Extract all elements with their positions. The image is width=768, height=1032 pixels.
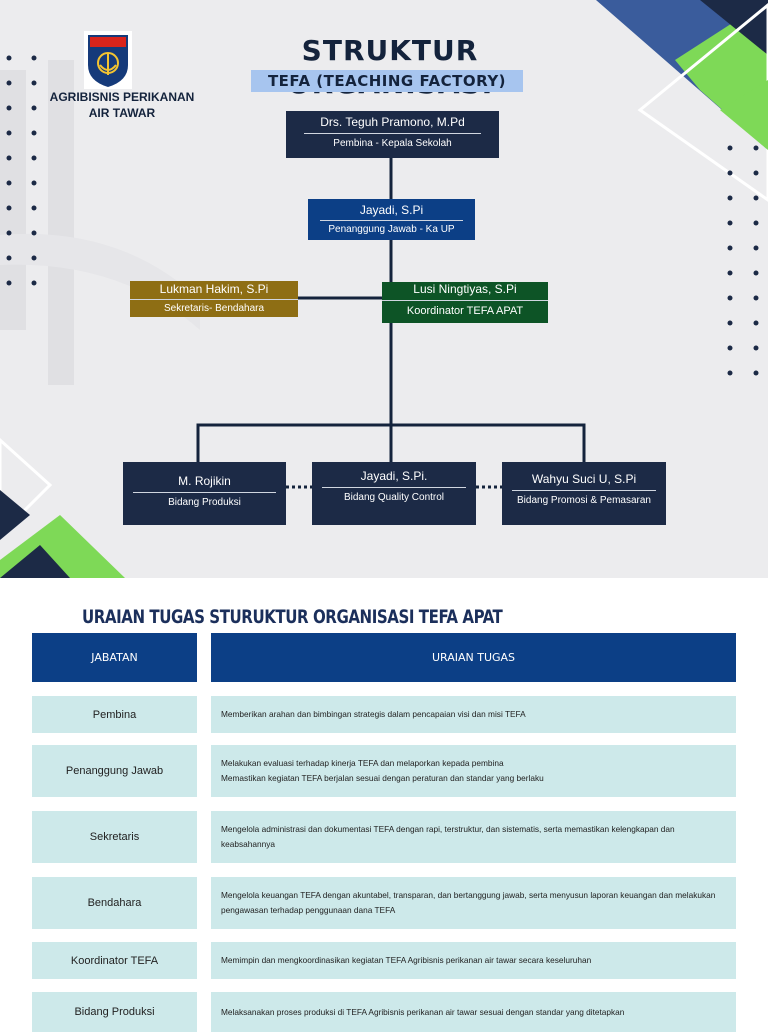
table-cell-jabatan: Bendahara <box>32 877 197 929</box>
table-cell-jabatan: Sekretaris <box>32 811 197 863</box>
quality-name: Jayadi, S.Pi. <box>360 469 428 483</box>
uraian-line: Melaksanakan proses produksi di TEFA Agr… <box>221 1006 625 1017</box>
penanggung-name: Jayadi, S.Pi <box>359 203 424 217</box>
produksi-role: Bidang Produksi <box>168 497 241 508</box>
uraian-line: keabsahannya <box>221 839 275 849</box>
uraian-line: Memastikan kegiatan TEFA berjalan sesuai… <box>221 773 544 783</box>
table-cell-jabatan: Bidang Produksi <box>32 992 197 1032</box>
table-cell-uraian: Memimpin dan mengkoordinasikan kegiatan … <box>211 942 736 979</box>
org-box-quality: Jayadi, S.Pi. Bidang Quality Control <box>312 462 476 525</box>
org-box-penanggung-jawab: Jayadi, S.Pi Penanggung Jawab - Ka UP <box>308 199 475 240</box>
pembina-name: Drs. Teguh Pramono, M.Pd <box>320 115 465 129</box>
school-name-line1: AGRIBISNIS PERIKANAN <box>49 90 195 104</box>
penanggung-role: Penanggung Jawab - Ka UP <box>328 224 455 235</box>
table-cell-uraian: Melakukan evaluasi terhadap kinerja TEFA… <box>211 745 736 797</box>
table-cell-jabatan: Pembina <box>32 696 197 733</box>
koordinator-name: Lusi Ningtiyas, S.Pi <box>413 282 517 296</box>
table-cell-uraian: Mengelola keuangan TEFA dengan akuntabel… <box>211 877 736 929</box>
pembina-role: Pembina - Kepala Sekolah <box>333 138 452 149</box>
uraian-line: Memberikan arahan dan bimbingan strategi… <box>221 709 526 719</box>
table-cell-uraian: Memberikan arahan dan bimbingan strategi… <box>211 696 736 733</box>
produksi-name: M. Rojikin <box>178 474 231 488</box>
table-header-uraian: URAIAN TUGAS <box>211 633 736 682</box>
uraian-line: Memimpin dan mengkoordinasikan kegiatan … <box>221 955 592 965</box>
promosi-role: Bidang Promosi & Pemasaran <box>517 495 651 506</box>
promosi-name: Wahyu Suci U, S.Pi <box>531 472 637 486</box>
org-box-promosi: Wahyu Suci U, S.Pi Bidang Promosi & Pema… <box>502 462 666 525</box>
table-heading: URAIAN TUGAS STURUKTUR ORGANISASI TEFA A… <box>82 606 503 628</box>
table-cell-uraian: Melaksanakan proses produksi di TEFA Agr… <box>211 992 736 1032</box>
org-box-koordinator: Lusi Ningtiyas, S.Pi Koordinator TEFA AP… <box>382 282 548 323</box>
table-header-jabatan: JABATAN <box>32 633 197 682</box>
org-box-produksi: M. Rojikin Bidang Produksi <box>123 462 286 525</box>
school-name: AGRIBISNIS PERIKANAN AIR TAWAR <box>40 89 204 121</box>
page-subtitle: TEFA (TEACHING FACTORY) <box>251 70 523 92</box>
uraian-line: pengawasan terhadap penggunaan dana TEFA <box>221 905 396 915</box>
school-name-line2: AIR TAWAR <box>88 106 156 120</box>
uraian-line: Mengelola keuangan TEFA dengan akuntabel… <box>221 890 716 900</box>
table-cell-uraian: Mengelola administrasi dan dokumentasi T… <box>211 811 736 863</box>
table-cell-jabatan: Penanggung Jawab <box>32 745 197 797</box>
org-chart-section: STRUKTUR ORGANISASI TEFA (TEACHING FACTO… <box>0 0 768 578</box>
background-decoration <box>0 0 768 578</box>
table-cell-jabatan: Koordinator TEFA <box>32 942 197 979</box>
uraian-line: Melakukan evaluasi terhadap kinerja TEFA… <box>221 758 504 768</box>
org-box-sekretaris: Lukman Hakim, S.Pi Sekretaris- Bendahara <box>130 281 298 317</box>
quality-role: Bidang Quality Control <box>343 492 445 503</box>
koordinator-role: Koordinator TEFA APAT <box>406 305 524 317</box>
school-logo-icon <box>84 31 132 89</box>
uraian-line: Mengelola administrasi dan dokumentasi T… <box>221 824 675 834</box>
org-box-pembina: Drs. Teguh Pramono, M.Pd Pembina - Kepal… <box>286 111 499 158</box>
sekretaris-role: Sekretaris- Bendahara <box>163 303 265 314</box>
sekretaris-name: Lukman Hakim, S.Pi <box>159 282 269 296</box>
